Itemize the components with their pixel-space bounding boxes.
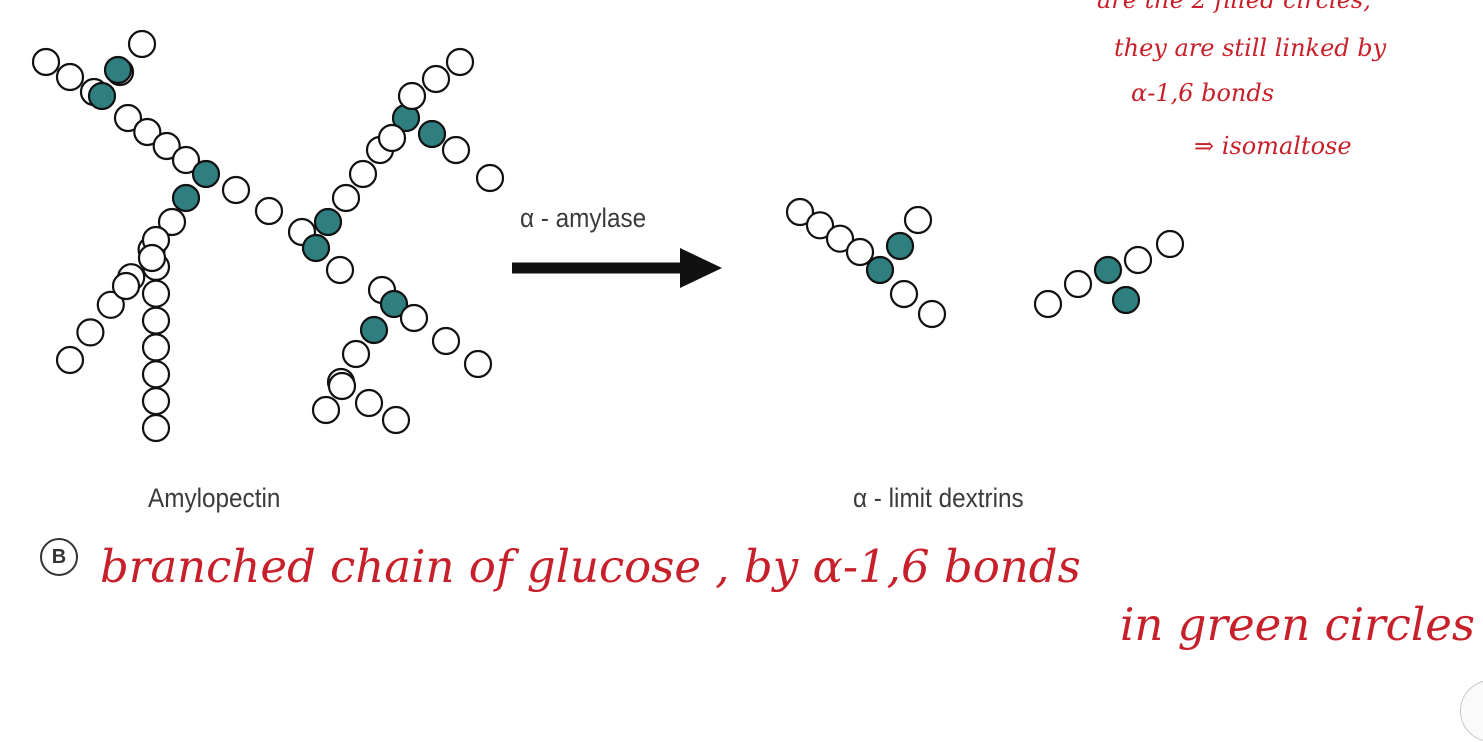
glucose-unit (1033, 289, 1063, 319)
glucose-unit (137, 243, 167, 273)
glucose-unit (805, 211, 835, 240)
branch-point-glucose (359, 315, 389, 345)
branch-point-glucose (103, 55, 133, 85)
branch-point-glucose (191, 159, 221, 189)
glucose-unit (111, 271, 141, 301)
amylopectin-molecule (31, 29, 505, 443)
limit-dextrin-2 (1033, 229, 1185, 319)
branch-point-glucose (865, 255, 895, 285)
glucose-unit (55, 62, 85, 92)
annotation-bottom-line-2: in green circles (1120, 598, 1475, 651)
glucose-unit (825, 224, 855, 253)
annotation-top-line-2: they are still linked by (1114, 34, 1387, 62)
glucose-unit (141, 306, 171, 335)
diagram-canvas (31, 29, 1185, 443)
limit-dextrin-1 (785, 197, 947, 329)
glucose-unit (463, 349, 493, 379)
glucose-unit (55, 345, 85, 375)
branch-point-glucose (417, 119, 447, 149)
glucose-unit (475, 163, 505, 193)
branch-point-glucose (313, 207, 343, 237)
annotation-top-line-1: are the 2 filled circles, (1097, 0, 1371, 14)
glucose-unit (221, 175, 251, 205)
glucose-unit (171, 145, 201, 175)
glucose-unit (421, 64, 451, 94)
branch-point-glucose (87, 81, 117, 111)
glucose-unit (889, 279, 919, 309)
glucose-unit (348, 159, 378, 189)
glucose-unit (157, 207, 187, 237)
glucose-unit (399, 303, 429, 333)
glucose-unit (845, 237, 875, 267)
glucose-unit (377, 123, 407, 153)
glucose-unit (917, 299, 947, 329)
glucose-unit (96, 290, 125, 319)
glucose-unit (152, 131, 181, 161)
glucose-unit (127, 29, 157, 59)
glucose-unit (441, 135, 471, 165)
glucose-unit (76, 318, 105, 347)
branch-point-glucose (1093, 255, 1123, 285)
glucose-unit (903, 205, 933, 235)
glucose-unit (311, 395, 341, 425)
glucose-unit (113, 103, 143, 133)
reaction-arrow (512, 248, 722, 288)
glucose-unit (327, 371, 357, 401)
glucose-unit (1155, 229, 1185, 259)
branch-point-glucose (301, 233, 331, 263)
glucose-unit (1123, 245, 1153, 275)
glucose-unit (141, 387, 171, 416)
annotation-top-line-4: ⇒ isomaltose (1194, 132, 1352, 160)
limit-dextrins-label: α - limit dextrins (853, 483, 1024, 513)
glucose-unit (141, 279, 171, 308)
glucose-unit (785, 197, 815, 227)
amylopectin-label: Amylopectin (148, 483, 281, 513)
glucose-unit (397, 81, 427, 111)
branch-point-glucose (885, 231, 915, 261)
glucose-unit (141, 333, 171, 362)
glucose-unit (354, 388, 384, 418)
panel-letter-badge: B (40, 538, 78, 576)
glucose-unit (31, 47, 61, 77)
arrow-enzyme-label: α - amylase (520, 203, 647, 233)
branch-point-glucose (1111, 285, 1141, 315)
glucose-unit (133, 117, 162, 147)
glucose-unit (381, 405, 411, 435)
glucose-unit (325, 255, 355, 285)
glucose-unit (1063, 269, 1093, 299)
glucose-unit (141, 413, 171, 443)
branch-point-glucose (379, 289, 409, 319)
glucose-unit (431, 326, 461, 356)
glucose-unit (141, 360, 171, 389)
glucose-unit (445, 47, 475, 77)
glucose-unit (254, 196, 284, 226)
annotation-top-line-3: α-1,6 bonds (1131, 79, 1275, 107)
glucose-unit (331, 183, 361, 213)
branch-point-glucose (171, 183, 201, 213)
glucose-unit (341, 339, 371, 369)
annotation-bottom-line-1: branched chain of glucose , by α-1,6 bon… (100, 540, 1081, 593)
